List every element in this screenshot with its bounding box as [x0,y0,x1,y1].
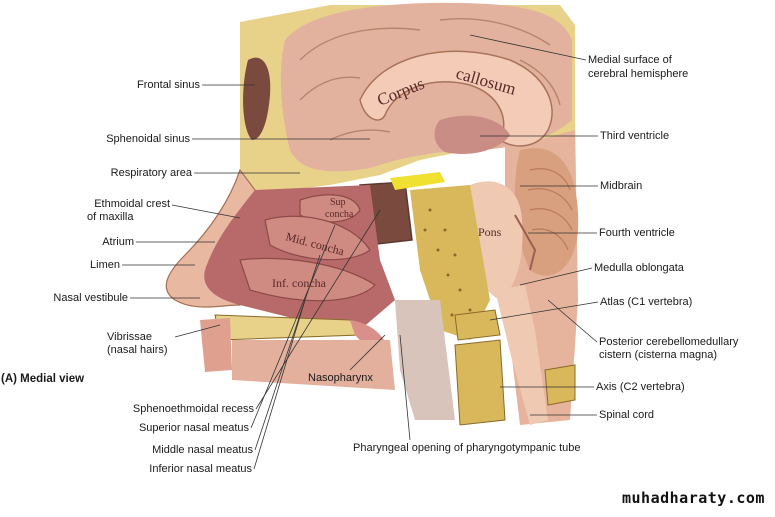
label-medial-surface-2: cerebral hemisphere [588,68,689,80]
label-ethmoidal-crest-2: of maxilla [87,211,134,223]
label-sphenoidal-sinus: Sphenoidal sinus [106,133,190,145]
axis-c2 [454,339,506,426]
pons-text: Pons [478,225,502,239]
label-ethmoidal-crest-1: Ethmoidal crest [94,198,170,210]
upper-lip [200,318,232,372]
frontal-sinus [243,57,271,140]
label-frontal-sinus: Frontal sinus [137,79,200,91]
cerebellum-folia [527,168,573,251]
label-middle-nasal-meatus: Middle nasal meatus [152,444,253,456]
inferior-concha [239,257,376,302]
panel-label: (A) Medial view [1,373,85,385]
label-axis: Axis (C2 vertebra) [596,381,685,393]
clivus-bone-texture [423,208,472,317]
label-third-ventricle: Third ventricle [600,130,670,142]
label-atlas: Atlas (C1 vertebra) [600,296,693,308]
label-nasopharynx: Nasopharynx [308,372,373,384]
illustration-body [165,2,579,426]
corpus-callosum [359,50,553,147]
sup-concha-text-1: Sup [330,197,346,208]
label-fourth-ventricle: Fourth ventricle [599,227,675,239]
label-superior-nasal-meatus: Superior nasal meatus [138,422,249,434]
atlas-c1 [454,309,501,341]
posterior-vertebra [544,364,576,406]
label-medulla-oblongata: Medulla oblongata [594,262,684,274]
label-posterior-cistern-1: Posterior cerebellomedullary [599,336,739,348]
sup-concha-text-2: concha [325,209,354,220]
label-pharyngeal-opening: Pharyngeal opening of pharyngotympanic t… [353,442,581,454]
watermark: muhadharaty.com [622,489,765,507]
label-posterior-cistern-2: cistern (cisterna magna) [599,349,717,361]
fourth-ventricle [514,214,537,271]
clivus-bone [410,185,490,340]
brain-gyri [299,18,561,141]
nasopharynx [395,300,455,420]
inf-concha-text: Inf. concha [272,276,327,290]
third-ventricle [434,115,510,155]
label-vibrissae-1: Vibrissae [107,331,153,343]
middle-concha [264,215,371,261]
label-limen: Limen [90,259,120,271]
label-sphenoethmoidal-recess: Sphenoethmoidal recess [132,403,254,415]
label-midbrain: Midbrain [600,180,643,192]
label-inferior-nasal-meatus: Inferior nasal meatus [149,463,252,475]
label-spinal-cord: Spinal cord [599,409,655,421]
label-respiratory-area: Respiratory area [110,167,192,179]
oral-tissue [232,340,395,390]
label-vibrissae-2: (nasal hairs) [107,344,168,356]
optic-chiasm [390,172,445,190]
label-nasal-vestibule: Nasal vestibule [53,292,128,304]
leader-lines [122,34,599,470]
medulla-spinal-cord [495,285,548,425]
label-medial-surface-1: Medial surface of [588,54,672,66]
label-atrium: Atrium [102,236,134,248]
